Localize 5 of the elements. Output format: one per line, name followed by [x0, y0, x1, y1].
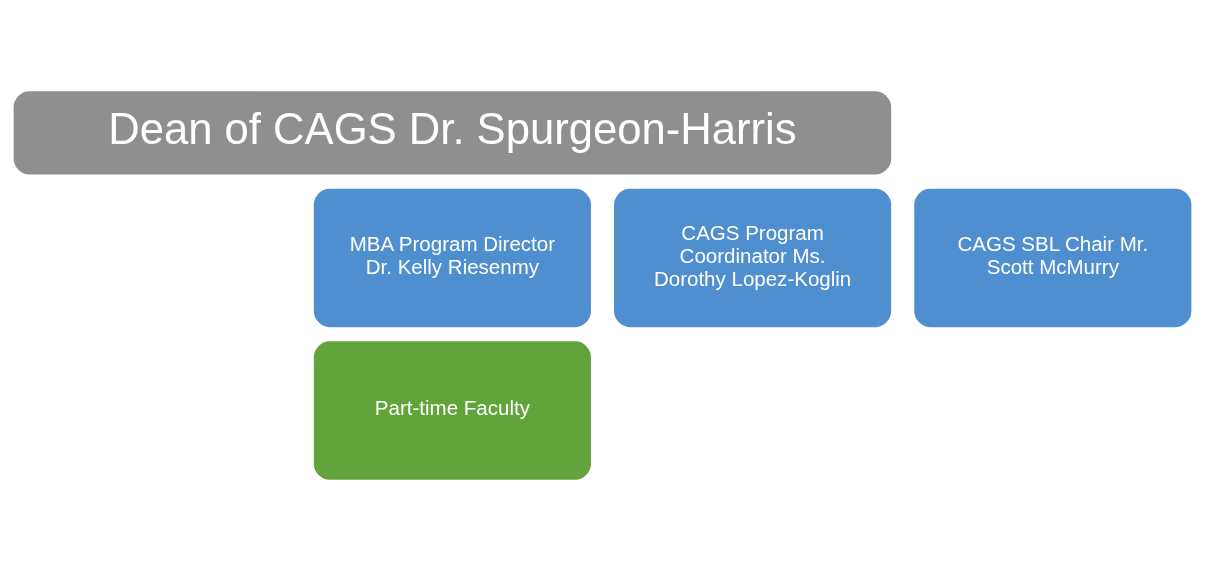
node-box: Dean of CAGS Dr. Spurgeon-Harris [13, 91, 892, 175]
node-box: MBA Program Director Dr. Kelly Riesenmy [313, 188, 591, 328]
node-box: CAGS Program Coordinator Ms. Dorothy Lopez-Koglin [614, 188, 892, 328]
node-box: Part-time Faculty [313, 341, 591, 480]
node-box: CAGS SBL Chair Mr. Scott McMurry [914, 188, 1192, 328]
